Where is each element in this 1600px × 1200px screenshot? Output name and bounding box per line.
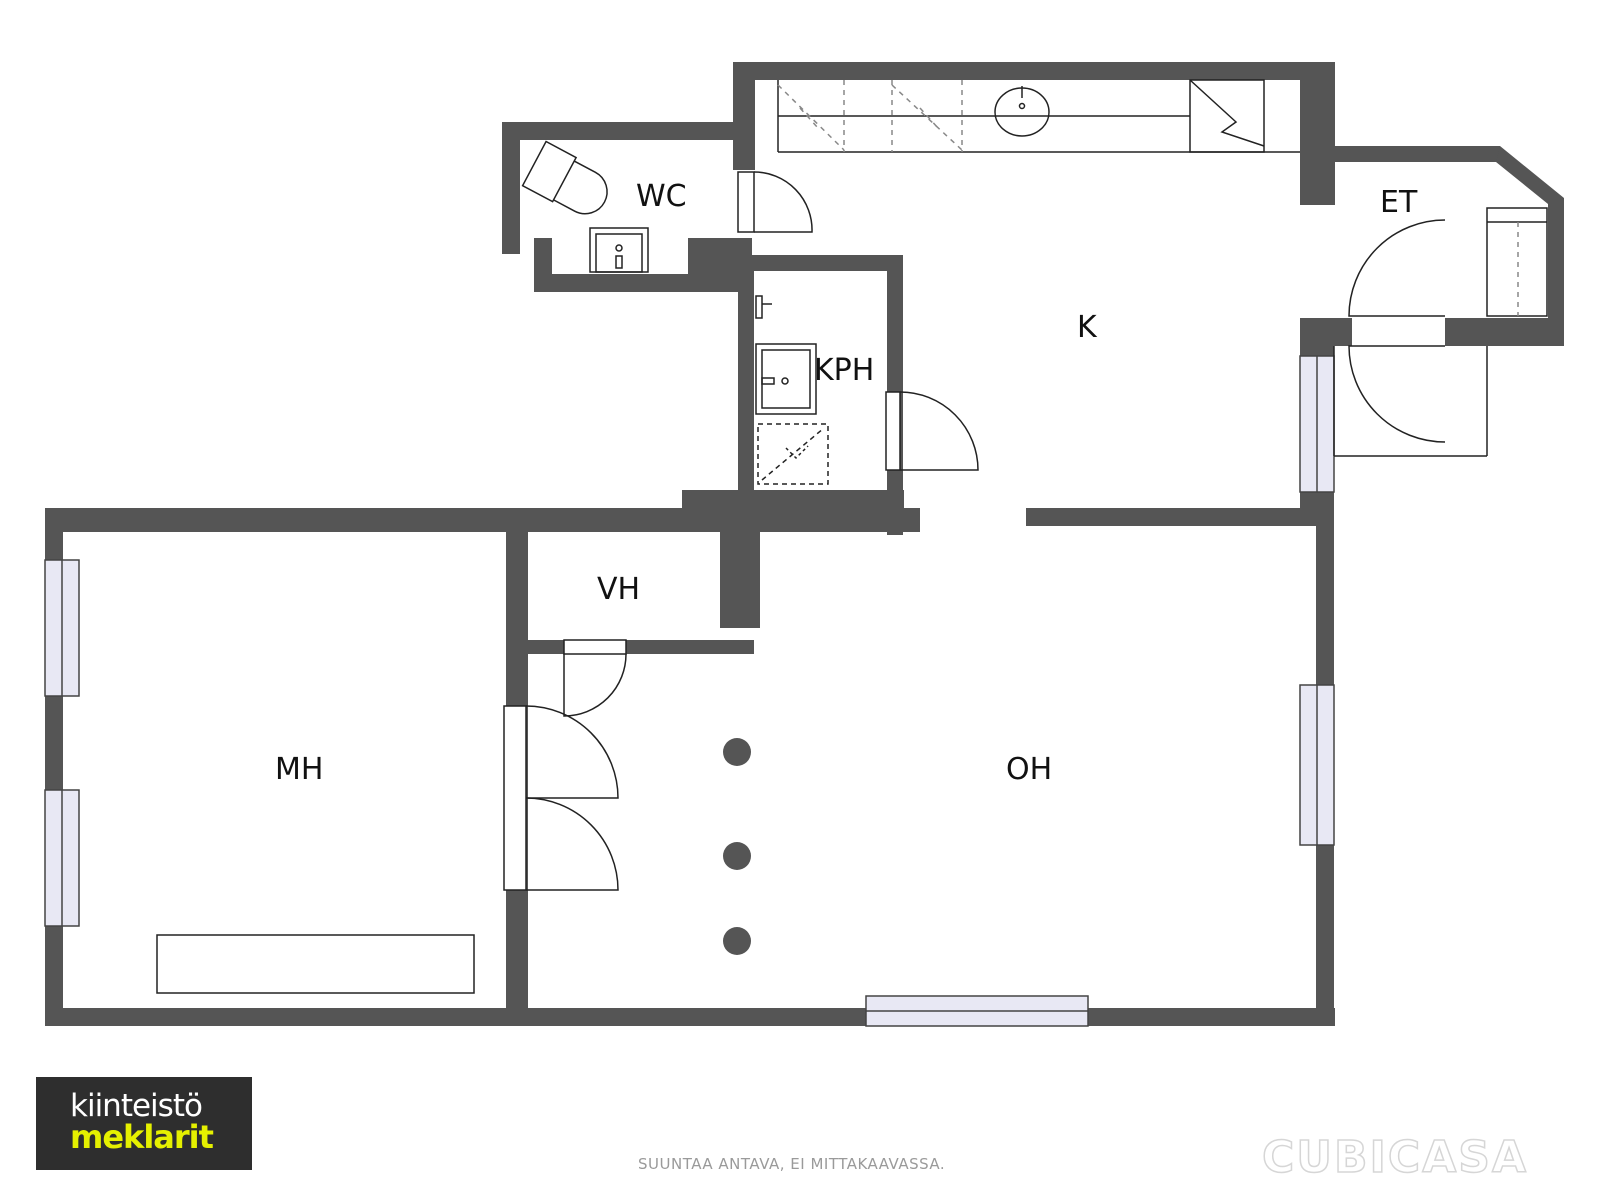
logo-text-bottom: meklarit: [70, 1118, 214, 1156]
columns: [723, 738, 751, 955]
room-label-mh: MH: [275, 752, 323, 787]
room-label-oh: OH: [1006, 752, 1052, 787]
watermark-logo: CUBICASA: [1261, 1131, 1529, 1184]
room-label-kph: KPH: [814, 353, 874, 388]
doors: [503, 171, 1446, 891]
disclaimer-text: SUUNTAA ANTAVA, EI MITTAKAAVASSA.: [638, 1155, 946, 1173]
column: [723, 842, 751, 870]
room-label-wc: WC: [636, 179, 687, 214]
logo-text-top: kiinteistö: [70, 1088, 203, 1124]
room-label-k: K: [1077, 310, 1098, 345]
room-label-et: ET: [1380, 185, 1418, 220]
brand-logo: kiinteistö meklarit: [36, 1077, 252, 1170]
column: [723, 927, 751, 955]
walls: [45, 62, 1564, 1026]
windows: [44, 355, 1335, 1027]
column: [723, 738, 751, 766]
room-label-vh: VH: [597, 572, 640, 607]
fixtures: [156, 79, 1548, 994]
